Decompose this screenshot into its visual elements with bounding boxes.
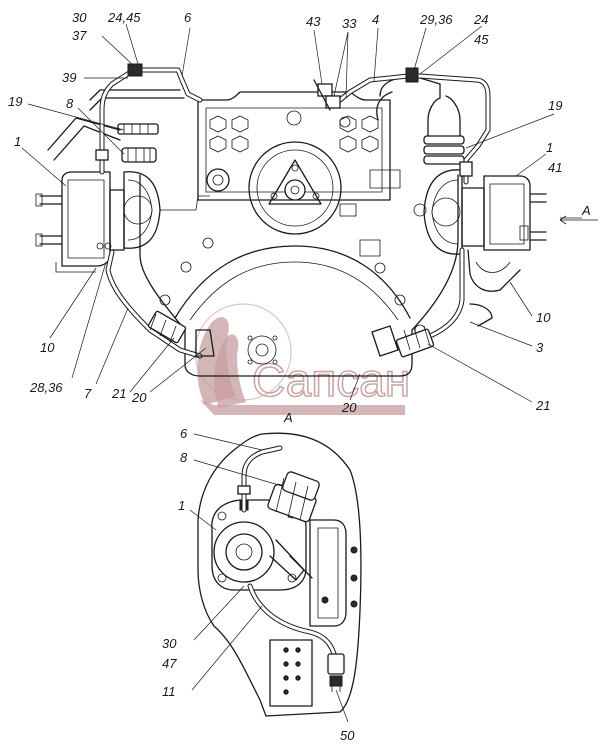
leader-lines: [21, 23, 582, 723]
callout-3: 3: [536, 340, 544, 355]
callout-1-right: 1: [546, 140, 553, 155]
engine-rear-view: [35, 63, 547, 377]
housing-bolts: [159, 237, 426, 336]
flywheel-hub: [247, 335, 278, 365]
callout-6: 6: [184, 10, 192, 25]
callout-19-right: 19: [548, 98, 562, 113]
callout-10-right: 10: [536, 310, 551, 325]
lower-block-bolts: [283, 647, 301, 695]
callout-10-left: 10: [40, 340, 55, 355]
callout-19-left: 19: [8, 94, 22, 109]
view-a-turbocharger: [211, 471, 320, 591]
callout-37: 37: [72, 28, 87, 43]
right-oil-supply-pipe: [313, 67, 491, 185]
view-arrow: [559, 215, 598, 225]
callout-47: 47: [162, 656, 177, 671]
callout-50: 50: [340, 728, 355, 743]
callout-20-left: 20: [131, 390, 147, 405]
callout-45: 45: [474, 32, 489, 47]
callout-24-45-top: 24,45: [107, 10, 141, 25]
callout-33: 33: [342, 16, 357, 31]
view-arrow-label: А: [581, 203, 591, 218]
view-a-title: А: [283, 410, 293, 425]
callout-8-lower: 8: [180, 450, 188, 465]
callout-6-lower: 6: [180, 426, 188, 441]
callout-8: 8: [66, 96, 74, 111]
callout-labels: 30 37 24,45 6 43 33 4 29,36 24 45 39 19 …: [8, 10, 591, 743]
left-turbocharger: [35, 89, 210, 273]
callout-21-left: 21: [111, 386, 126, 401]
callout-1-lower: 1: [178, 498, 185, 513]
callout-24: 24: [473, 12, 488, 27]
callout-11: 11: [162, 684, 176, 699]
right-turbocharger: [376, 77, 547, 292]
callout-30: 30: [72, 10, 87, 25]
left-oil-supply-pipe: [95, 63, 203, 175]
callout-28-36: 28,36: [29, 380, 63, 395]
right-oil-drain-pipe: [371, 247, 493, 358]
left-oil-drain-pipe: [105, 249, 215, 359]
view-a-oil-supply-pipe: [237, 445, 283, 513]
callout-4: 4: [372, 12, 379, 27]
central-drive-hub: [248, 141, 342, 235]
callout-7: 7: [84, 386, 92, 401]
view-a-detail: [197, 432, 362, 717]
callout-43: 43: [306, 14, 321, 29]
callout-20-mid: 20: [341, 400, 357, 415]
callout-30-lower: 30: [162, 636, 177, 651]
view-a-oil-drain-pipe: [247, 583, 345, 692]
watermark-text: Сапсан: [252, 354, 410, 406]
callout-39: 39: [62, 70, 76, 85]
watermark-logo: Сапсан: [194, 303, 411, 415]
block-bolts: [209, 110, 379, 153]
callout-29-36: 29,36: [419, 12, 453, 27]
callout-1-left: 1: [14, 134, 21, 149]
callout-41: 41: [548, 160, 562, 175]
callout-21-right: 21: [535, 398, 550, 413]
